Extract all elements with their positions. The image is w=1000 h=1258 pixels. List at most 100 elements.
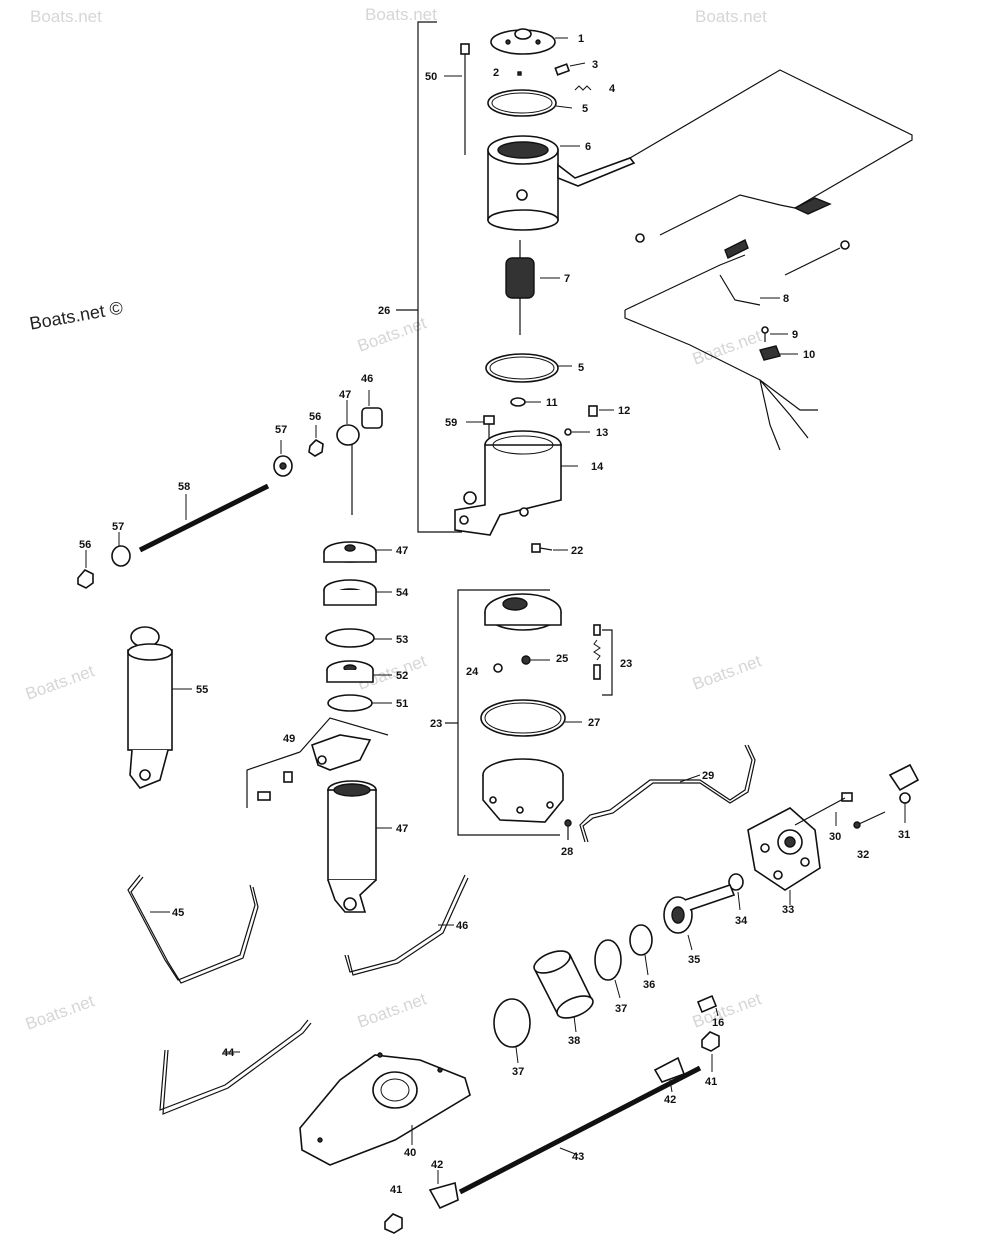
fitting-49 (283, 771, 293, 783)
callout-label: 3 (592, 59, 598, 71)
callout-label: 4 (609, 83, 616, 95)
tube-45 (127, 874, 256, 981)
callout-label: 26 (378, 305, 390, 317)
wire-clamp (759, 345, 781, 361)
o-ring-51 (327, 694, 373, 712)
end-housing (454, 430, 562, 536)
fitting-42 (428, 1181, 459, 1210)
brush (554, 63, 571, 76)
callout-label: 41 (705, 1076, 717, 1088)
callout-label: 47 (339, 389, 351, 401)
o-ring (487, 89, 557, 117)
trim-cylinder (327, 780, 377, 913)
callout-label: 41 (390, 1184, 402, 1196)
callout-label: 57 (275, 424, 287, 436)
o-ring-36 (629, 924, 653, 956)
piston-35 (663, 884, 736, 934)
check-ball-24 (493, 663, 503, 673)
fitting-16 (696, 994, 718, 1014)
hydraulic-line-29 (579, 744, 753, 843)
o-ring (485, 353, 559, 383)
callout-label: 49 (283, 733, 295, 745)
plug-13 (564, 428, 572, 436)
callout-label: 44 (222, 1047, 235, 1059)
valve-spring (593, 624, 601, 680)
bracket-49-part (311, 734, 372, 771)
callout-label: 8 (783, 293, 789, 305)
callout-label: 23 (620, 658, 632, 670)
armature (505, 240, 535, 335)
reservoir-cap (323, 541, 377, 563)
shock-end (336, 424, 360, 515)
screw-9 (761, 326, 769, 342)
callout-label: 42 (664, 1094, 676, 1106)
fitting-49b (257, 791, 271, 801)
bushing-48 (361, 407, 383, 429)
callout-label: 31 (898, 829, 910, 841)
through-bolt (460, 43, 470, 155)
callout-label: 28 (561, 846, 573, 858)
callout-label: 57 (112, 521, 124, 533)
check-ball-25 (521, 655, 531, 665)
callout-label: 37 (512, 1066, 524, 1078)
callout-label: 36 (643, 979, 655, 991)
pump-body (482, 758, 564, 823)
o-ring-34 (728, 873, 744, 891)
watermark: Boats.net (23, 991, 97, 1034)
manifold-block-40 (299, 1052, 471, 1166)
callout-label: 51 (396, 698, 408, 710)
callout-label: 40 (404, 1147, 416, 1159)
fitting-12 (588, 405, 598, 417)
callout-label: 25 (556, 653, 568, 665)
callout-label: 2 (493, 67, 499, 79)
brush-spring (574, 85, 592, 91)
watermarks: Boats.net Boats.net Boats.net Boats.net … (23, 5, 767, 1034)
callout-labels: 1 2 3 4 5 5 6 7 8 9 10 11 12 13 14 16 22… (79, 33, 910, 1196)
callout-label: 56 (79, 539, 91, 551)
callout-label: 29 (702, 770, 714, 782)
piston-52 (326, 660, 374, 683)
watermark: Boats.net (690, 651, 764, 694)
callout-label: 9 (792, 329, 798, 341)
nut-56 (308, 439, 324, 457)
watermark: Boats.net (355, 989, 429, 1032)
nut-56 (77, 569, 94, 589)
callout-label: 53 (396, 634, 408, 646)
tube-44 (159, 1019, 309, 1111)
callout-label: 30 (829, 831, 841, 843)
callout-label: 27 (588, 717, 600, 729)
wiring-harness (624, 69, 913, 451)
callout-label: 46 (361, 373, 373, 385)
callout-label: 59 (445, 417, 457, 429)
nut-41 (384, 1213, 403, 1234)
end-cap-33 (747, 807, 821, 891)
small-clip (517, 71, 522, 76)
trim-rod-43 (458, 1065, 702, 1195)
callout-label: 5 (578, 362, 584, 374)
callout-label: 12 (618, 405, 630, 417)
shock-cylinder-55 (127, 626, 173, 789)
fitting-31 (888, 763, 920, 804)
o-ring-37 (594, 939, 622, 981)
callout-label: 55 (196, 684, 208, 696)
screw-28 (564, 819, 572, 840)
callout-label: 11 (546, 397, 558, 409)
callout-label: 42 (431, 1159, 443, 1171)
callout-label: 50 (425, 71, 437, 83)
callout-label: 32 (857, 849, 869, 861)
nut-41 (701, 1031, 720, 1052)
watermark: Boats.net (365, 5, 437, 24)
callout-label: 35 (688, 954, 700, 966)
callout-label: 34 (735, 915, 748, 927)
callout-label: 7 (564, 273, 570, 285)
watermark: Boats.net (695, 7, 767, 26)
washer-11 (510, 397, 526, 407)
callout-label: 56 (309, 411, 321, 423)
bolt-59 (483, 415, 495, 440)
screw-32 (853, 811, 886, 829)
bracket-23 (457, 589, 560, 836)
watermark: Boats.net (23, 661, 97, 704)
callout-label: 46 (456, 920, 468, 932)
